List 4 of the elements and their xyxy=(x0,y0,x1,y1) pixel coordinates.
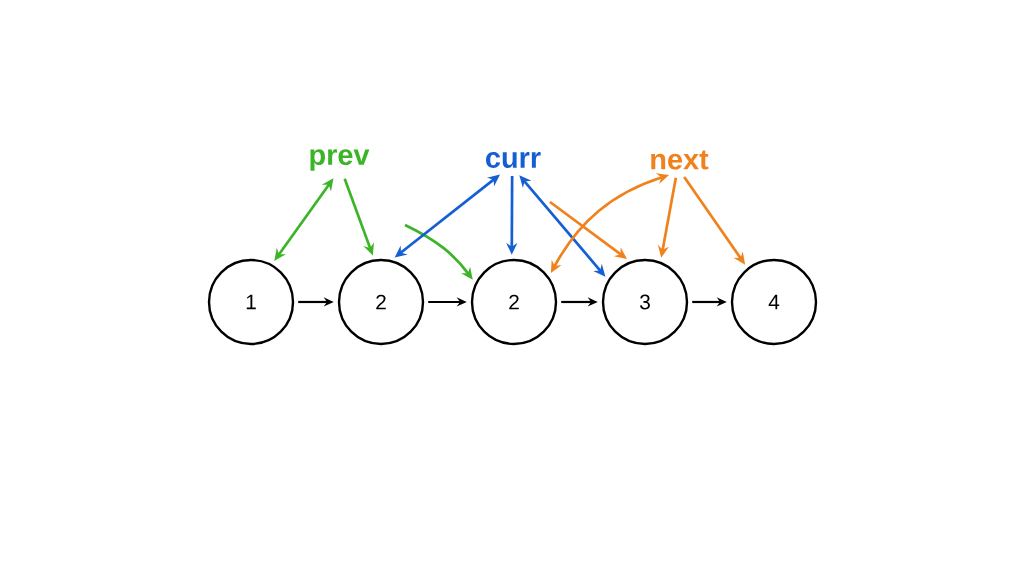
arrow xyxy=(549,200,627,259)
pointer-label: prev xyxy=(310,149,370,171)
pointer-label: next xyxy=(651,150,709,170)
pointer-label: curr xyxy=(486,152,541,168)
